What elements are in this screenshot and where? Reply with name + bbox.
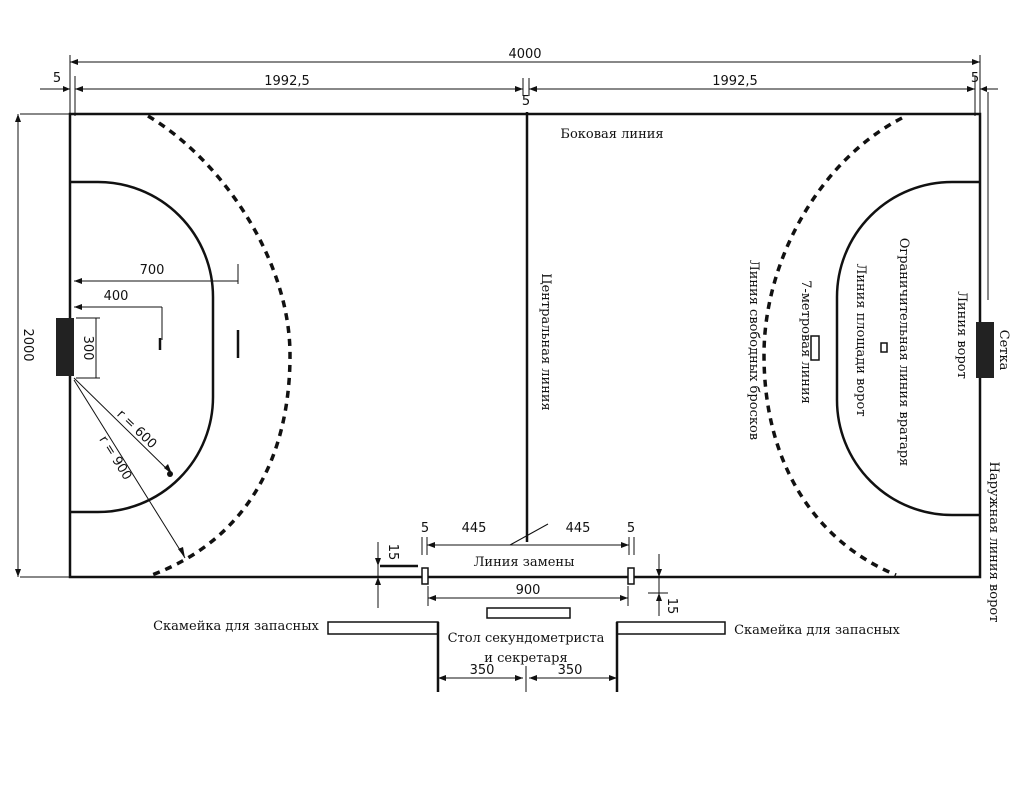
- table-left-label: 350: [470, 663, 495, 678]
- sub-area-total-label: 900: [516, 583, 541, 598]
- goalkeeper-restraining-line-label: Ограничительная линия вратаря: [896, 238, 911, 467]
- sub-mark-right: [627, 567, 635, 585]
- half-length-right-label: 1992,5: [712, 74, 758, 89]
- center-line-label: Центральная линия: [538, 273, 553, 411]
- goal-area-line-label: Линия площади ворот: [853, 263, 868, 416]
- side-line-label: Боковая линия: [560, 127, 663, 142]
- line-width-right-label: 5: [971, 71, 979, 86]
- table-label-line2: и секретаря: [484, 651, 567, 666]
- substitution-zone: 5 5 445 445 Линия замены 900 15 15: [375, 521, 679, 616]
- sub-zone-right-label: 445: [566, 521, 591, 536]
- court-labels: Боковая линия Центральная линия Линия св…: [538, 92, 1011, 622]
- center-line-width-label: 5: [522, 94, 530, 109]
- sub-mark-width-left-label: 5: [421, 521, 429, 536]
- free-throw-line-left: [147, 114, 292, 577]
- court-width-label: 2000: [20, 328, 35, 361]
- penalty-mark-right: [810, 335, 820, 361]
- outer-goal-line-label: Наружная линия ворот: [986, 462, 1001, 623]
- bench-left: [327, 621, 439, 635]
- free-throw-line-right: [762, 116, 903, 577]
- bench-left-label: Скамейка для запасных: [153, 619, 319, 634]
- total-length-label: 4000: [508, 47, 541, 62]
- court-width-dimension: 2000: [15, 113, 70, 578]
- half-length-left-label: 1992,5: [264, 74, 310, 89]
- goal-area-reach-label: 700: [140, 263, 165, 278]
- bench-right-label: Скамейка для запасных: [734, 623, 900, 638]
- court-boundary: [68, 112, 982, 579]
- goal-net-left: [56, 318, 74, 376]
- goal-area-line-right: [835, 180, 980, 517]
- mark-len-left-label: 15: [385, 544, 400, 561]
- table-right-label: 350: [558, 663, 583, 678]
- court-outline: [68, 112, 982, 579]
- timekeeper-table: [486, 607, 571, 619]
- left-goal-area: 700 400 300 r = 600 r = 900: [56, 114, 292, 577]
- table-label-line1: Стол секундометриста: [448, 631, 605, 646]
- penalty-line-distance-label: 400: [104, 289, 129, 304]
- bench-area: Скамейка для запасных Скамейка для запас…: [153, 607, 901, 692]
- mark-len-right-label: 15: [664, 598, 679, 615]
- free-throw-line-label: Линия свободных бросков: [746, 260, 761, 440]
- top-dimensions: 4000 1992,5 1992,5 5 5 5: [40, 47, 998, 118]
- goal-line-label: Линия ворот: [954, 291, 969, 379]
- sub-mark-left: [421, 567, 429, 585]
- goal-net-label: Сетка: [996, 330, 1011, 371]
- goal-net-right: [976, 322, 994, 378]
- radius-600-label: r = 600: [113, 407, 159, 452]
- sub-zone-left-label: 445: [462, 521, 487, 536]
- seven-meter-line-label: 7-метровая линия: [798, 280, 813, 404]
- bench-right: [616, 621, 726, 635]
- line-width-left-label: 5: [53, 71, 61, 86]
- goal-width-label: 300: [80, 336, 95, 361]
- goalkeeper-restraining-line-right: [880, 342, 888, 353]
- substitution-line-label: Линия замены: [474, 555, 575, 570]
- right-goal-area: [762, 116, 994, 577]
- sub-mark-width-right-label: 5: [627, 521, 635, 536]
- radius-900-label: r = 900: [96, 433, 135, 483]
